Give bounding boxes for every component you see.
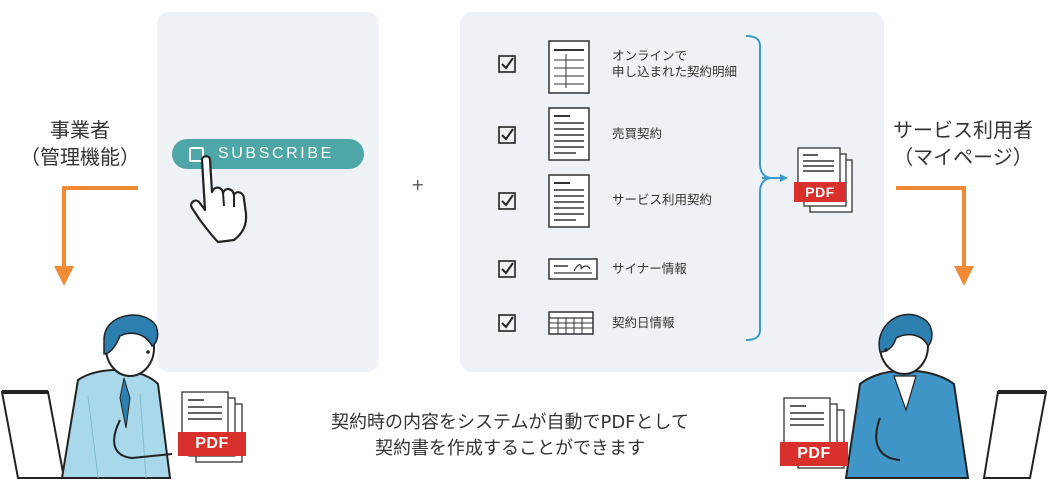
checkbox-checked-icon[interactable] (498, 314, 516, 332)
pdf-badge: PDF (178, 432, 246, 456)
calendar-grid-icon (548, 311, 594, 335)
left-actor-name: 事業者 (50, 118, 110, 142)
pdf-badge: PDF (794, 182, 846, 202)
list-item-label: サービス利用契約 (612, 192, 713, 207)
left-actor-label: 事業者 （管理機能） (10, 117, 150, 171)
checkbox-checked-icon[interactable] (498, 126, 516, 144)
subscribe-panel (157, 12, 379, 372)
list-item-label: 契約日情報 (612, 315, 675, 330)
checkbox-checked-icon[interactable] (498, 260, 516, 278)
right-actor-name: サービス利用者 (893, 118, 1033, 142)
pdf-document-stack: PDF (778, 396, 856, 474)
list-item: 契約日情報 (460, 308, 884, 344)
customer-person-illustration (844, 313, 1048, 479)
document-stack-icon (181, 391, 243, 463)
left-actor-role: （管理機能） (20, 145, 140, 169)
pdf-document-stack: PDF (178, 390, 256, 468)
plus-sign: + (411, 175, 425, 194)
checkbox-icon (189, 146, 204, 162)
text-document-icon (548, 174, 590, 228)
subscribe-button-label: SUBSCRIBE (218, 145, 334, 162)
checklist: オンラインで 申し込まれた契約明細 売買契約 (460, 12, 884, 372)
pointing-hand-icon (190, 155, 248, 244)
list-item-label: 売買契約 (612, 126, 663, 141)
right-actor-role: （マイページ） (893, 145, 1033, 169)
pdf-document-stack: PDF (790, 146, 860, 216)
text-document-icon (548, 107, 590, 161)
left-down-arrow (54, 186, 138, 286)
right-actor-label: サービス利用者 （マイページ） (888, 117, 1038, 171)
bracket-arrow (745, 35, 788, 341)
caption: 契約時の内容をシステムが自動でPDFとして 契約書を作成することができます (260, 410, 760, 462)
table-document-icon (548, 40, 590, 94)
checkbox-checked-icon[interactable] (498, 192, 516, 210)
business-person-illustration (0, 314, 173, 479)
list-item: 売買契約 (460, 104, 884, 164)
right-down-arrow (896, 186, 974, 286)
pdf-badge: PDF (780, 442, 848, 466)
caption-line-1: 契約時の内容をシステムが自動でPDFとして (331, 412, 689, 433)
list-item: オンラインで 申し込まれた契約明細 (460, 38, 884, 98)
document-stack-icon (797, 147, 853, 213)
signature-icon (548, 258, 598, 280)
list-item: サイナー情報 (460, 252, 884, 288)
list-item-label: オンラインで 申し込まれた契約明細 (612, 48, 738, 79)
list-item: サービス利用契約 (460, 172, 884, 232)
checkbox-checked-icon[interactable] (498, 55, 516, 73)
caption-line-2: 契約書を作成することができます (375, 438, 645, 459)
list-item-label: サイナー情報 (612, 261, 687, 276)
